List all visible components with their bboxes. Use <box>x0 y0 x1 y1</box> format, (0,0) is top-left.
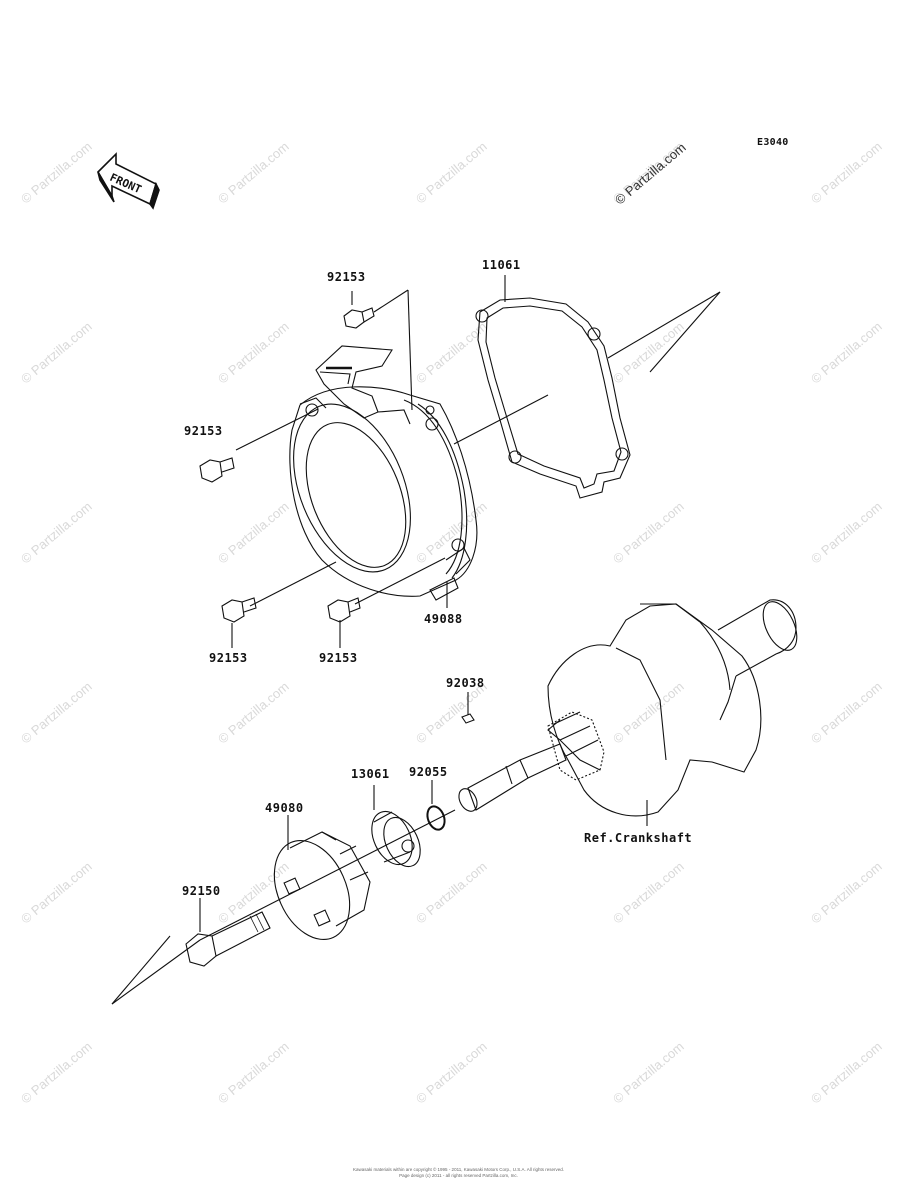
footer-copyright: Kawasaki materials within are copyright … <box>0 1167 917 1179</box>
label-92150: 92150 <box>182 884 221 898</box>
gasket-11061 <box>476 298 630 498</box>
crankshaft <box>455 597 803 816</box>
diagram-code: E3040 <box>757 137 789 148</box>
key-92038 <box>462 714 474 723</box>
label-92055: 92055 <box>409 765 448 779</box>
label-ref-crankshaft: Ref.Crankshaft <box>584 831 693 845</box>
footer-line-2: Page design (c) 2011 - all rights reserv… <box>399 1173 518 1178</box>
drum-49080 <box>260 829 370 952</box>
label-49080: 49080 <box>265 801 304 815</box>
pulley-13061 <box>364 805 428 872</box>
label-92153-left: 92153 <box>184 424 223 438</box>
bolt-92153-bottom-mid <box>328 598 360 622</box>
leader-lines <box>112 275 720 1004</box>
footer-line-1: Kawasaki materials within are copyright … <box>352 1167 565 1172</box>
label-13061: 13061 <box>351 767 390 781</box>
label-11061: 11061 <box>482 258 521 272</box>
bolt-92153-top <box>344 308 374 328</box>
bolt-92150 <box>186 912 270 966</box>
label-92153-bottom-mid: 92153 <box>319 651 358 665</box>
label-92153-bottom-left: 92153 <box>209 651 248 665</box>
o-ring-92055 <box>424 804 447 832</box>
front-arrow-icon: FRONT <box>98 154 159 208</box>
label-92038: 92038 <box>446 676 485 690</box>
label-49088: 49088 <box>424 612 463 626</box>
recoil-starter-cover-49088 <box>271 346 477 600</box>
label-92153-top: 92153 <box>327 270 366 284</box>
bolt-92153-bottom-left <box>222 598 256 622</box>
bolt-92153-left <box>200 458 234 482</box>
